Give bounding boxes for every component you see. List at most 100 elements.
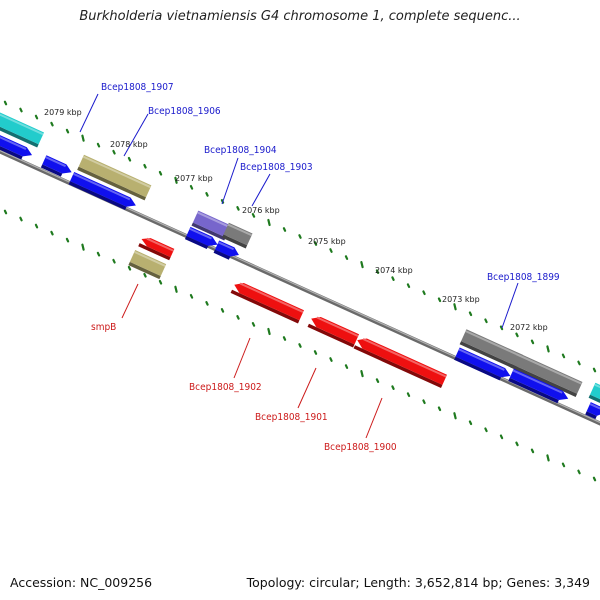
tick-mark <box>530 448 535 454</box>
tick-mark <box>360 370 364 378</box>
label-leader-line <box>123 113 149 157</box>
tick-mark <box>112 149 116 155</box>
tick-mark <box>360 261 364 269</box>
gene-feature <box>0 107 45 148</box>
tick-mark <box>50 121 54 127</box>
gene-feature <box>68 171 136 210</box>
tick-mark <box>453 303 457 311</box>
gene-feature <box>77 154 152 201</box>
tick-mark <box>158 279 163 285</box>
gene-feature <box>128 250 167 280</box>
tick-mark <box>468 311 473 317</box>
tick-mark <box>561 462 566 468</box>
tick-mark <box>34 223 39 229</box>
gene-feature <box>184 226 218 250</box>
reverse-gene-label: Bcep1808_1900 <box>324 442 397 453</box>
scale-label: 2079 kbp <box>44 108 82 117</box>
tick-mark <box>220 308 225 313</box>
tick-mark <box>127 265 132 271</box>
tick-mark <box>437 297 442 303</box>
tick-mark <box>96 251 101 257</box>
reverse-gene-label: smpB <box>91 322 116 333</box>
tick-mark <box>406 392 411 398</box>
gene-feature <box>138 237 175 261</box>
label-leader-line <box>251 173 271 207</box>
tick-mark <box>577 469 581 475</box>
tick-mark <box>375 269 380 274</box>
tick-mark <box>422 399 426 405</box>
tick-mark <box>236 315 240 320</box>
tick-mark <box>3 100 8 106</box>
gene-feature <box>508 368 569 404</box>
tick-mark <box>127 156 132 162</box>
tick-mark <box>34 114 39 120</box>
scale-label: 2077 kbp <box>175 174 213 183</box>
tick-marks <box>3 100 597 482</box>
scale-label: 2078 kbp <box>110 140 148 149</box>
map-title: Burkholderia vietnamiensis G4 chromosome… <box>79 9 521 24</box>
tick-mark <box>189 293 194 299</box>
forward-gene-label: Bcep1808_1899 <box>487 272 560 283</box>
tick-mark <box>313 350 318 355</box>
gene-feature <box>510 352 583 397</box>
gene-feature <box>40 155 72 177</box>
gene-feature <box>213 240 239 260</box>
tick-mark <box>65 128 70 134</box>
tick-mark <box>375 378 380 383</box>
tick-mark <box>143 272 147 278</box>
tick-mark <box>515 441 519 447</box>
tick-mark <box>499 325 504 331</box>
topology-text: Topology: circular; Length: 3,652,814 bp… <box>246 575 590 590</box>
gene-feature <box>588 382 600 405</box>
tick-mark <box>19 216 23 222</box>
tick-mark <box>236 206 240 211</box>
tick-mark <box>577 360 581 366</box>
tick-mark <box>251 213 256 218</box>
tick-mark <box>530 339 535 345</box>
labels: 2079 kbp 2078 kbp 2077 kbp 2076 kbp 2075 kbp… <box>44 82 560 453</box>
forward-gene-label: Bcep1808_1906 <box>148 106 221 117</box>
tick-mark <box>81 243 85 251</box>
tick-mark <box>329 357 333 362</box>
reverse-gene-label: Bcep1808_1901 <box>255 412 328 423</box>
tick-mark <box>112 258 116 264</box>
tick-mark <box>468 420 473 426</box>
tick-mark <box>19 107 23 113</box>
forward-gene-label: Bcep1808_1903 <box>240 162 313 173</box>
gene-feature <box>353 338 447 389</box>
tick-mark <box>391 276 395 281</box>
tick-mark <box>344 364 349 369</box>
scale-label: 2072 kbp <box>510 323 548 332</box>
reverse-gene-label: Bcep1808_1902 <box>189 382 262 393</box>
tick-mark <box>158 170 163 176</box>
label-leader-line <box>221 157 239 205</box>
gene-feature <box>454 347 511 381</box>
tick-mark <box>344 255 349 260</box>
tick-mark <box>143 163 147 169</box>
tick-mark <box>50 230 54 236</box>
tick-mark <box>329 248 333 253</box>
tick-mark <box>484 427 488 433</box>
forward-gene-label: Bcep1808_1904 <box>204 145 277 156</box>
tick-mark <box>96 142 101 148</box>
label-leader-line <box>121 283 139 319</box>
tick-mark <box>437 406 442 412</box>
tick-mark <box>189 184 194 190</box>
accession-text: Accession: NC_009256 <box>10 575 153 590</box>
tick-mark <box>298 343 302 348</box>
tick-mark <box>3 209 8 215</box>
tick-mark <box>282 336 287 341</box>
forward-gene-label: Bcep1808_1907 <box>101 82 174 93</box>
label-leader-line <box>79 93 99 133</box>
label-leader-line <box>501 282 519 329</box>
scale-label: 2076 kbp <box>242 206 280 215</box>
label-leader-line <box>365 397 383 439</box>
tick-mark <box>282 227 287 232</box>
tick-mark <box>391 385 395 390</box>
tick-mark <box>267 218 271 227</box>
tick-mark <box>205 301 209 306</box>
tick-mark <box>453 412 457 420</box>
tick-mark <box>81 134 85 142</box>
scale-label: 2075 kbp <box>308 237 346 246</box>
